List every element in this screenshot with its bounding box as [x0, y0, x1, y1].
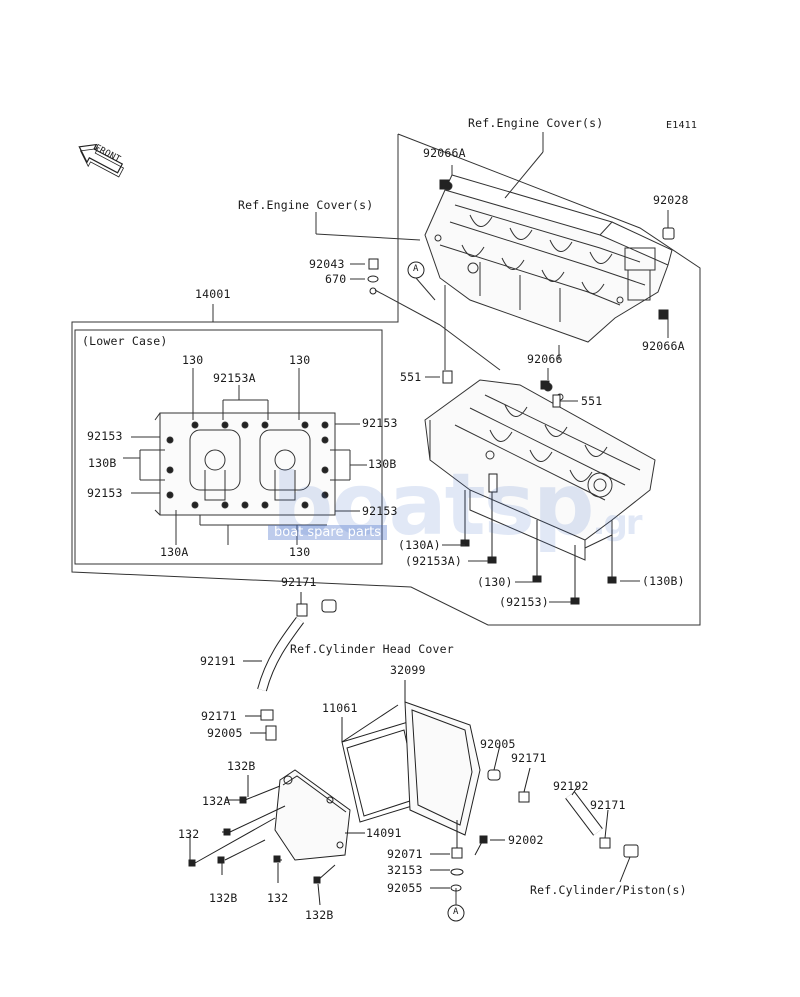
lc-part-92153-left: 92153	[87, 429, 123, 443]
part-132B-bottom: 132B	[305, 908, 334, 922]
lower-case-leaders	[123, 368, 367, 545]
lc-part-130B-right: 130B	[368, 457, 397, 471]
part-92055: 92055	[387, 881, 423, 895]
part-92005-right: 92005	[480, 737, 516, 751]
part-132-bottom: 132	[267, 891, 289, 905]
part-32153: 32153	[387, 863, 423, 877]
lc-part-92153-lower-right: 92153	[362, 504, 398, 518]
part-92171-right: 92171	[511, 751, 547, 765]
lower-case-title: (Lower Case)	[82, 334, 168, 348]
part-92071: 92071	[387, 847, 423, 861]
watermark-brand: boatsp.gr	[272, 455, 643, 555]
part-92066: 92066	[527, 352, 563, 366]
part-551-left: 551	[400, 370, 422, 384]
lc-part-92153-right: 92153	[362, 416, 398, 430]
part-92171-top: 92171	[281, 575, 317, 589]
part-11061: 11061	[322, 701, 358, 715]
part-92171-mid: 92171	[201, 709, 237, 723]
part-92028: 92028	[653, 193, 689, 207]
part-92153-paren: (92153)	[499, 595, 549, 609]
part-92153A-paren: (92153A)	[405, 554, 462, 568]
part-14091: 14091	[366, 826, 402, 840]
part-92005-left: 92005	[207, 726, 243, 740]
part-14001: 14001	[195, 287, 231, 301]
lc-part-92153-lower-left: 92153	[87, 486, 123, 500]
ref-cylinder-head-cover: Ref.Cylinder Head Cover	[290, 642, 454, 656]
lower-case-box	[74, 329, 383, 565]
cover-bolts	[188, 775, 336, 906]
front-arrow-icon	[78, 143, 125, 178]
ref-engine-cover-left: Ref.Engine Cover(s)	[238, 198, 374, 212]
part-130A-paren: (130A)	[398, 538, 441, 552]
part-132-left: 132	[178, 827, 200, 841]
part-670: 670	[325, 272, 347, 286]
lc-part-92153A: 92153A	[213, 371, 256, 385]
part-92043: 92043	[309, 257, 345, 271]
watermark-tld: .gr	[592, 503, 643, 543]
part-92066A-top: 92066A	[423, 146, 466, 160]
lc-part-130-right: 130	[289, 353, 311, 367]
main-group-outline	[71, 133, 701, 626]
upper-leaders	[315, 132, 669, 603]
lc-part-130A: 130A	[160, 545, 189, 559]
crankcase-bolts	[460, 473, 617, 605]
part-92171-far: 92171	[590, 798, 626, 812]
part-132B-bottom-left: 132B	[209, 891, 238, 905]
callout-a-top: A	[413, 264, 419, 274]
part-92192: 92192	[553, 779, 589, 793]
ref-cylinder-piston: Ref.Cylinder/Piston(s)	[530, 883, 687, 897]
ref-engine-cover-top: Ref.Engine Cover(s)	[468, 116, 604, 130]
callout-a-bottom: A	[453, 907, 459, 917]
watermark-tagline: boat spare parts	[268, 525, 388, 540]
part-92191: 92191	[200, 654, 236, 668]
breather-parts	[243, 592, 639, 892]
part-32099: 32099	[390, 663, 426, 677]
part-132A: 132A	[202, 794, 231, 808]
lc-part-130-bottom: 130	[289, 545, 311, 559]
part-130-paren: (130)	[477, 575, 513, 589]
lower-crankcase-drawing	[424, 373, 656, 561]
part-132B-top: 132B	[227, 759, 256, 773]
part-92066A-right: 92066A	[642, 339, 685, 353]
lower-case-drawing	[154, 412, 336, 516]
part-92002: 92002	[508, 833, 544, 847]
lc-part-130-left: 130	[182, 353, 204, 367]
part-551-right: 551	[581, 394, 603, 408]
lc-part-130B-left: 130B	[88, 456, 117, 470]
diagram-code: E1411	[666, 120, 698, 131]
part-130B-paren: (130B)	[642, 574, 685, 588]
upper-crankcase-drawing	[424, 174, 673, 343]
small-parts-upper	[367, 179, 675, 408]
